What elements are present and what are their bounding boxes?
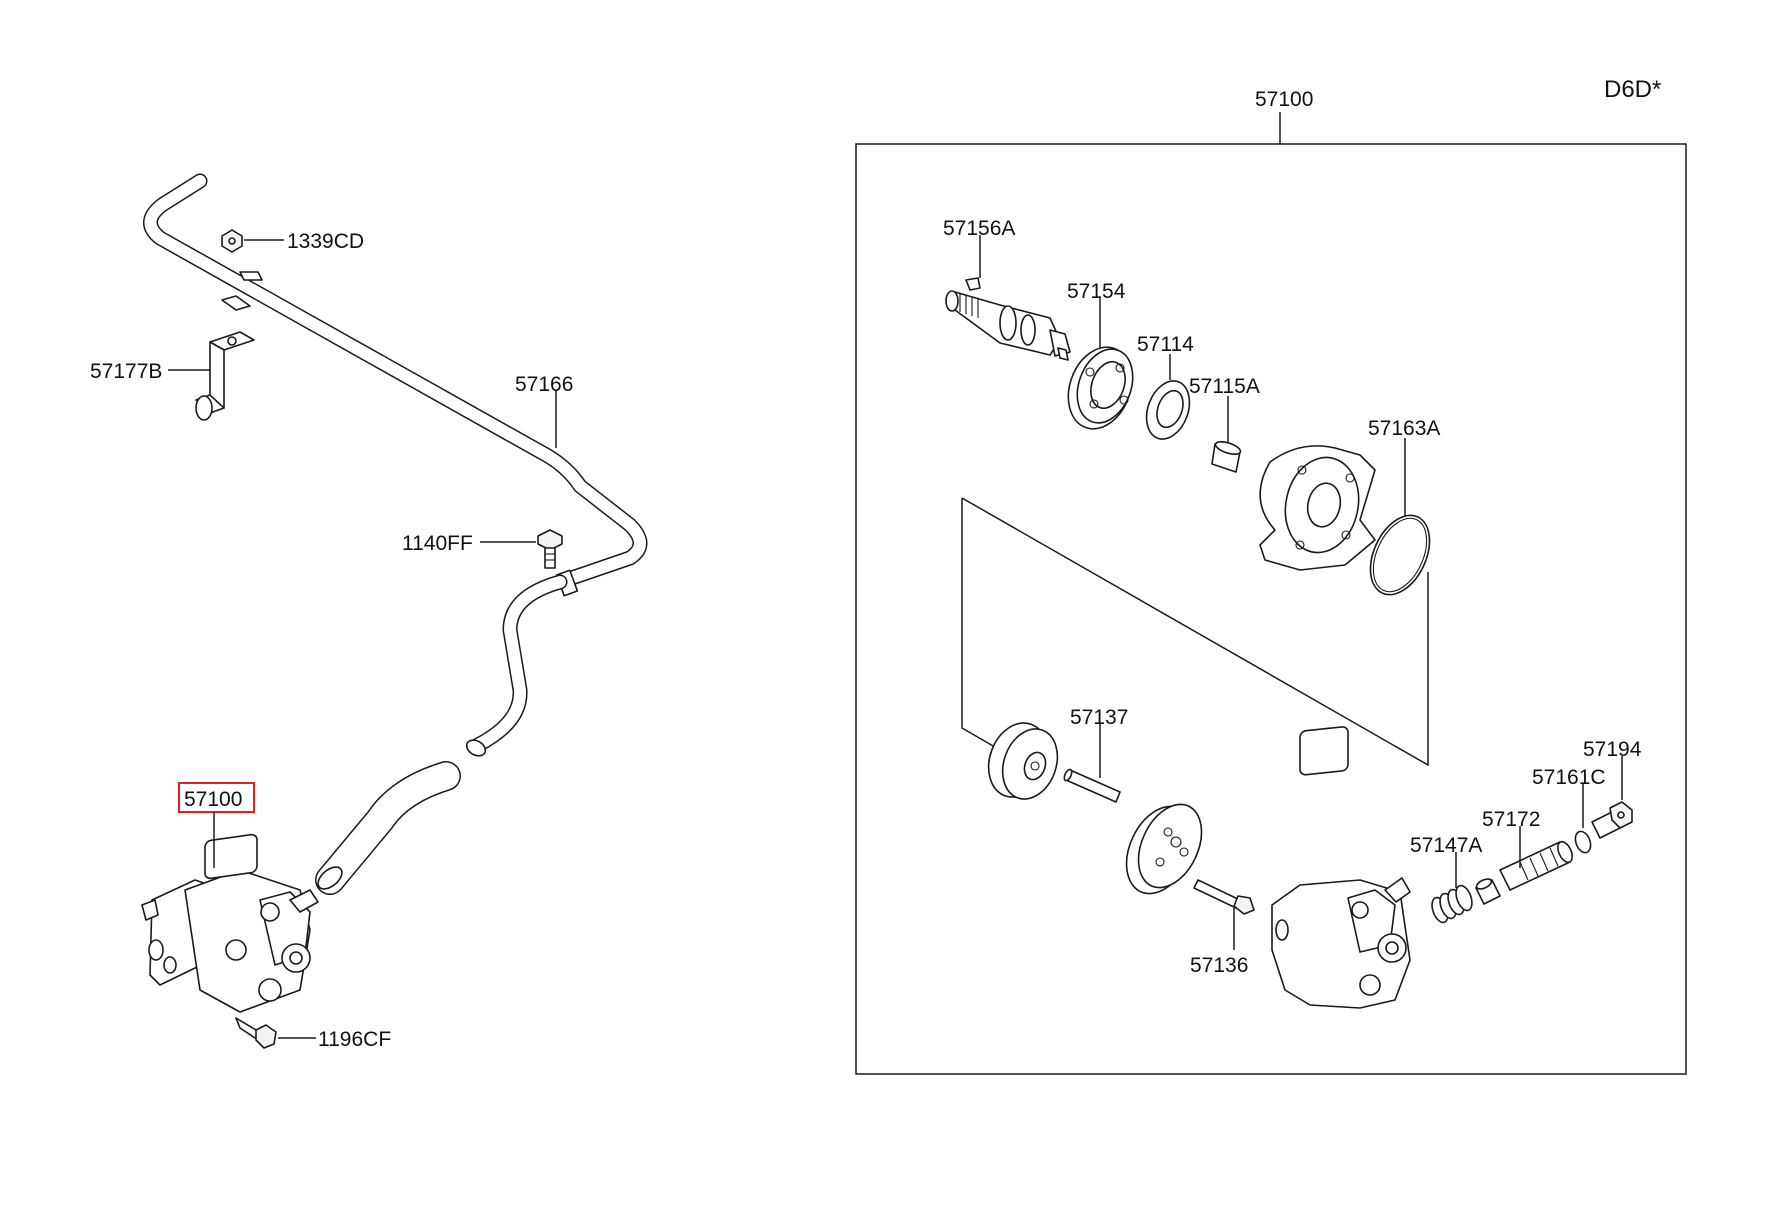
suction-hose[interactable] (464, 574, 568, 759)
label-57163A: 57163A (1368, 417, 1440, 440)
label-57137: 57137 (1070, 706, 1128, 729)
spring-57147A[interactable] (1429, 883, 1475, 924)
label-57172: 57172 (1482, 808, 1540, 831)
label-57194: 57194 (1583, 738, 1642, 761)
seal-57114[interactable] (1139, 375, 1197, 445)
label-1140FF: 1140FF (402, 532, 473, 555)
valve-57172[interactable] (1499, 839, 1575, 891)
label-1339CD: 1339CD (287, 230, 364, 253)
bolt-1140FF[interactable] (480, 529, 563, 569)
exploded-view-frame (855, 143, 1687, 1075)
bolt-1196CF[interactable] (235, 1017, 316, 1049)
o-ring-57161C[interactable] (1573, 829, 1594, 854)
label-1196CF: 1196CF (318, 1028, 391, 1051)
label-57177B: 57177B (90, 360, 162, 383)
label-57156A: 57156A (943, 217, 1015, 240)
label-57166: 57166 (515, 373, 573, 396)
o-ring-57163A[interactable] (1359, 506, 1442, 604)
group-bracket-lines (961, 497, 1429, 767)
label-57154: 57154 (1067, 280, 1126, 303)
bolt-57136[interactable] (1193, 879, 1255, 950)
engine-code-label: D6D* (1604, 76, 1661, 103)
label-57114: 57114 (1137, 333, 1194, 356)
label-57115A: 57115A (1189, 375, 1260, 398)
control-spool[interactable] (1475, 877, 1501, 905)
pipe-clip[interactable] (221, 271, 263, 311)
cam-ring[interactable] (979, 715, 1067, 807)
plug-57194[interactable] (1591, 801, 1633, 839)
pump-body[interactable] (1271, 726, 1411, 1009)
power-steering-pump[interactable] (141, 833, 319, 1013)
nut-1339CD[interactable] (221, 229, 284, 253)
label-57161C: 57161C (1532, 766, 1606, 789)
label-57136: 57136 (1190, 954, 1248, 977)
rotor-plate[interactable] (1113, 794, 1214, 904)
highlight-box-57100 (178, 782, 255, 813)
bracket-57177B[interactable] (168, 331, 255, 421)
bushing-57115A[interactable] (1211, 439, 1242, 473)
bearing-57154[interactable] (1057, 338, 1142, 437)
label-57100-left[interactable]: 57100 (184, 788, 242, 811)
label-57100-box: 57100 (1255, 88, 1313, 111)
pin-57137[interactable] (1063, 768, 1121, 803)
pump-inlet-hose[interactable] (314, 761, 461, 895)
pump-cover-flange[interactable] (1259, 445, 1376, 571)
shaft-57156A[interactable] (945, 277, 1071, 361)
label-57147A: 57147A (1410, 834, 1482, 857)
